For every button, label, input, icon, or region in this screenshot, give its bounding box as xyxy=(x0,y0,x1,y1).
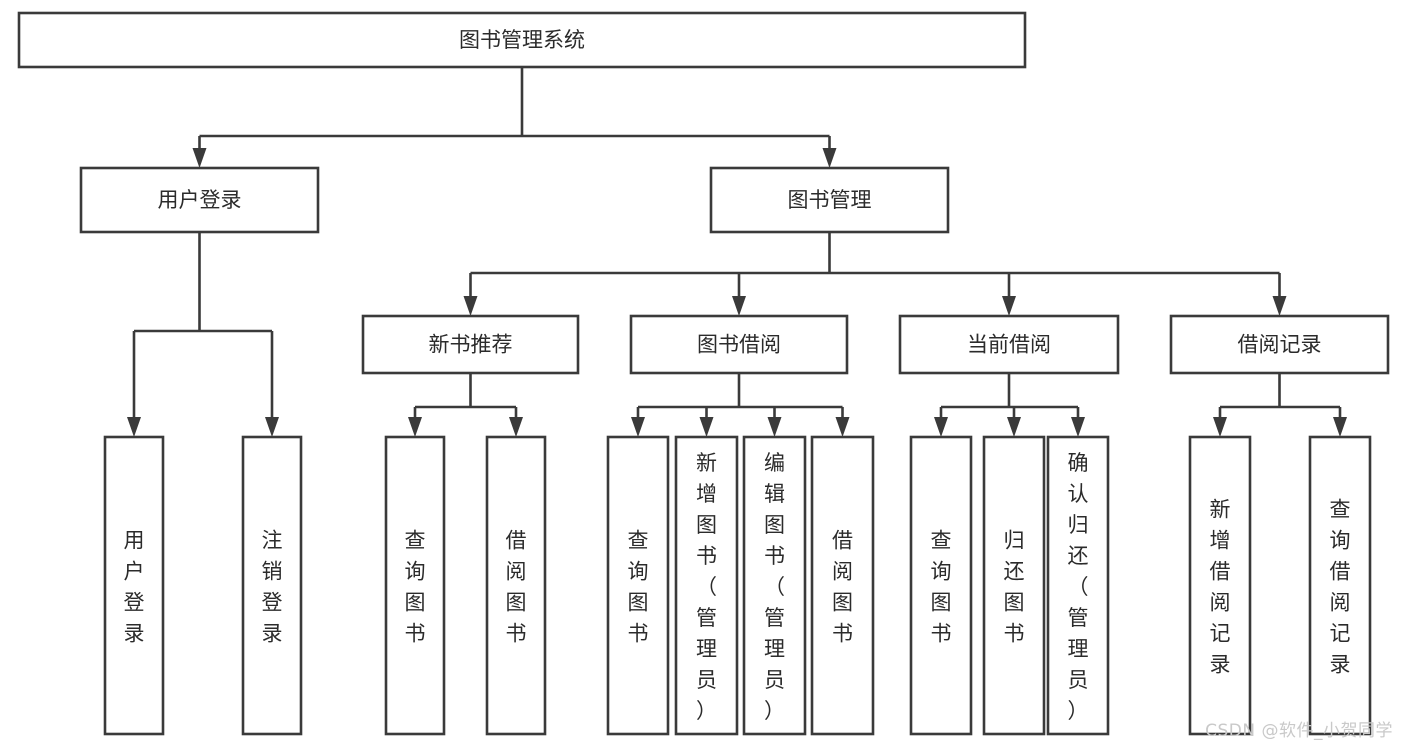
arrowhead-borrow xyxy=(732,296,746,316)
node-box-l_logout[interactable] xyxy=(241,435,303,736)
node-box-root[interactable] xyxy=(17,11,1027,69)
arrowhead-current xyxy=(1002,296,1016,316)
node-box-l_addrec[interactable] xyxy=(1188,435,1252,736)
node-box-l_b1[interactable] xyxy=(485,435,547,736)
node-box-l_b2[interactable] xyxy=(810,435,875,736)
arrowhead-l_edit xyxy=(767,417,782,437)
node-label-current: 当前借阅 xyxy=(967,333,1051,357)
arrowhead-l_q1 xyxy=(408,417,422,437)
arrowhead-record xyxy=(1272,296,1287,316)
node-label-l_confirm: 确认归还（管理员） xyxy=(1068,451,1089,723)
node-box-newbook[interactable] xyxy=(361,314,580,375)
arrowhead-l_q3 xyxy=(934,417,948,437)
node-label-l_logout: 注销登录 xyxy=(262,529,283,646)
node-label-l_return: 归还图书 xyxy=(1004,529,1025,646)
node-label-l_q3: 查询图书 xyxy=(931,529,952,646)
arrowhead-l_add xyxy=(699,417,714,437)
node-box-l_q2[interactable] xyxy=(606,435,670,736)
node-l_b1[interactable]: 借阅图书 xyxy=(485,435,547,736)
node-box-bookmgmt[interactable] xyxy=(709,166,950,234)
node-l_edit[interactable]: 编辑图书（管理员） xyxy=(742,435,807,736)
node-box-l_q3[interactable] xyxy=(909,435,973,736)
arrowhead-l_logout xyxy=(265,417,279,437)
node-box-l_qrec[interactable] xyxy=(1308,435,1372,736)
node-box-borrow[interactable] xyxy=(629,314,849,375)
arrowhead-l_confirm xyxy=(1071,417,1085,437)
node-root[interactable]: 图书管理系统 xyxy=(17,11,1027,69)
node-box-current[interactable] xyxy=(898,314,1120,375)
node-l_q1[interactable]: 查询图书 xyxy=(384,435,446,736)
node-l_q3[interactable]: 查询图书 xyxy=(909,435,973,736)
node-box-l_confirm[interactable] xyxy=(1046,435,1110,736)
node-box-record[interactable] xyxy=(1169,314,1390,375)
node-l_return[interactable]: 归还图书 xyxy=(982,435,1046,736)
arrowhead-l_return xyxy=(1007,417,1021,437)
node-l_b2[interactable]: 借阅图书 xyxy=(810,435,875,736)
arrowhead-login xyxy=(192,148,207,168)
node-label-l_qrec: 查询借阅记录 xyxy=(1330,498,1351,677)
arrowhead-l_b2 xyxy=(835,417,850,437)
arrowhead-bookmgmt xyxy=(822,148,837,168)
edges-layer xyxy=(127,67,1347,437)
node-label-root: 图书管理系统 xyxy=(459,28,585,52)
node-record[interactable]: 借阅记录 xyxy=(1169,314,1390,375)
node-label-l_userlogin: 用户登录 xyxy=(124,529,145,646)
node-l_q2[interactable]: 查询图书 xyxy=(606,435,670,736)
arrowhead-l_qrec xyxy=(1333,417,1347,437)
arrowhead-l_b1 xyxy=(509,417,523,437)
node-label-l_addrec: 新增借阅记录 xyxy=(1210,498,1231,677)
node-login[interactable]: 用户登录 xyxy=(79,166,320,234)
node-box-l_add[interactable] xyxy=(674,435,739,736)
arrowhead-l_q2 xyxy=(631,417,645,437)
node-bookmgmt[interactable]: 图书管理 xyxy=(709,166,950,234)
node-l_qrec[interactable]: 查询借阅记录 xyxy=(1308,435,1372,736)
arrowhead-l_addrec xyxy=(1213,417,1227,437)
node-box-l_userlogin[interactable] xyxy=(103,435,165,736)
node-label-l_q1: 查询图书 xyxy=(405,529,426,646)
arrowhead-newbook xyxy=(463,296,478,316)
node-label-l_edit: 编辑图书（管理员） xyxy=(764,451,785,723)
node-l_userlogin[interactable]: 用户登录 xyxy=(103,435,165,736)
node-borrow[interactable]: 图书借阅 xyxy=(629,314,849,375)
arrowhead-l_userlogin xyxy=(127,417,141,437)
node-current[interactable]: 当前借阅 xyxy=(898,314,1120,375)
node-label-l_add: 新增图书（管理员） xyxy=(696,451,717,723)
node-label-borrow: 图书借阅 xyxy=(697,333,781,357)
node-label-newbook: 新书推荐 xyxy=(429,333,513,357)
node-l_confirm[interactable]: 确认归还（管理员） xyxy=(1046,435,1110,736)
node-box-l_edit[interactable] xyxy=(742,435,807,736)
node-l_add[interactable]: 新增图书（管理员） xyxy=(674,435,739,736)
node-label-l_b1: 借阅图书 xyxy=(506,529,527,646)
node-newbook[interactable]: 新书推荐 xyxy=(361,314,580,375)
nodes-layer: 图书管理系统用户登录图书管理新书推荐图书借阅当前借阅借阅记录用户登录注销登录查询… xyxy=(17,11,1390,736)
node-l_logout[interactable]: 注销登录 xyxy=(241,435,303,736)
node-label-record: 借阅记录 xyxy=(1238,333,1322,357)
node-label-l_b2: 借阅图书 xyxy=(832,529,853,646)
node-box-l_return[interactable] xyxy=(982,435,1046,736)
node-box-login[interactable] xyxy=(79,166,320,234)
node-l_addrec[interactable]: 新增借阅记录 xyxy=(1188,435,1252,736)
node-label-l_q2: 查询图书 xyxy=(628,529,649,646)
node-box-l_q1[interactable] xyxy=(384,435,446,736)
node-label-bookmgmt: 图书管理 xyxy=(788,188,872,212)
node-label-login: 用户登录 xyxy=(158,188,242,212)
